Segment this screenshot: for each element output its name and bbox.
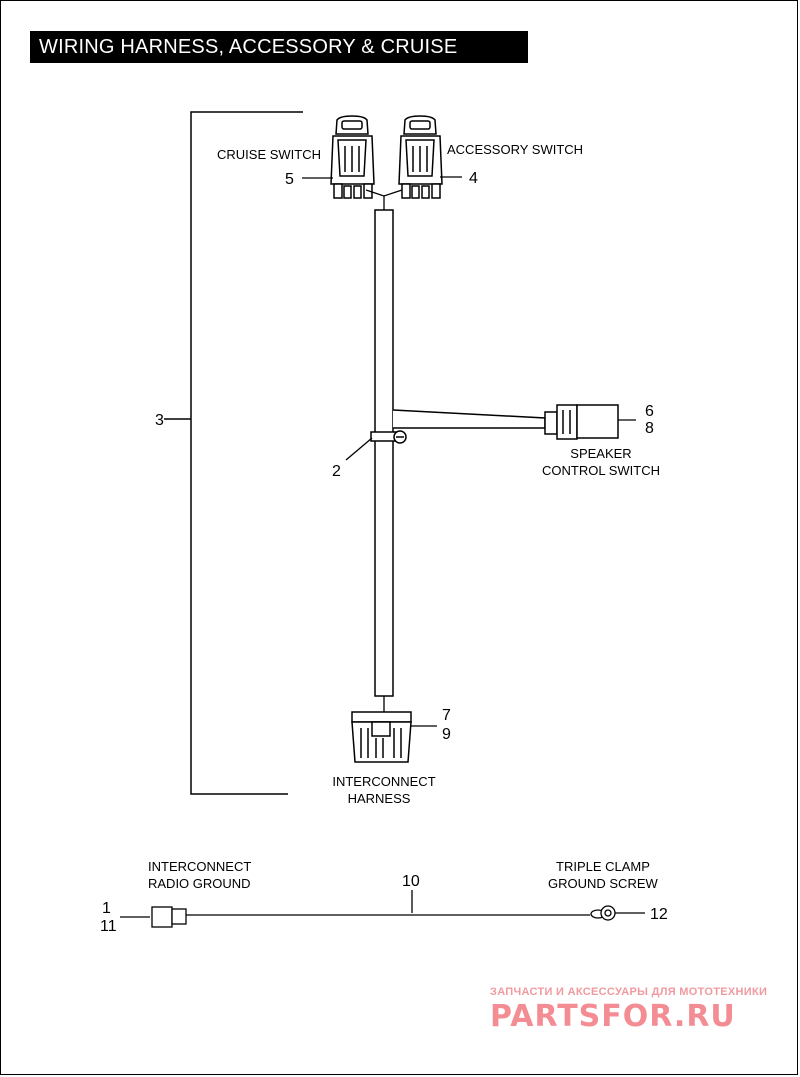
page-title: WIRING HARNESS, ACCESSORY & CRUISE (30, 31, 528, 63)
callout-5: 5 (285, 171, 294, 188)
main-harness-tube (374, 209, 394, 712)
speaker-label-line2: CONTROL SWITCH (542, 463, 660, 478)
speaker-connector (544, 404, 619, 440)
triple-clamp-label-line1: TRIPLE CLAMP (556, 859, 650, 874)
callout-11: 11 (100, 918, 117, 935)
watermark-tagline: ЗАПЧАСТИ И АКСЕССУАРЫ ДЛЯ МОТОТЕХНИКИ (490, 986, 767, 998)
interconnect-harness-label-line2: HARNESS (348, 791, 411, 806)
callout-3: 3 (155, 412, 164, 429)
harness-bracket (164, 111, 303, 795)
leader-lines (120, 176, 645, 918)
interconnect-harness-label-line1: INTERCONNECT (332, 774, 435, 789)
interconnect-connector (351, 711, 412, 763)
radio-ground-label-line1: INTERCONNECT (148, 859, 251, 874)
callout-12: 12 (650, 906, 668, 923)
callout-2: 2 (332, 463, 341, 480)
callout-10: 10 (402, 873, 420, 890)
watermark-brand: PARTSFOR.RU (490, 999, 736, 1034)
ground-wire (151, 905, 616, 928)
cable-strap (370, 430, 407, 444)
triple-clamp-label-line2: GROUND SCREW (548, 876, 659, 891)
callout-8: 8 (645, 420, 654, 437)
cruise-switch-label: CRUISE SWITCH (217, 147, 321, 162)
switch-wires (365, 189, 403, 210)
radio-ground-label-line2: RADIO GROUND (148, 876, 251, 891)
speaker-branch (392, 409, 546, 429)
speaker-label-line1: SPEAKER (570, 446, 631, 461)
callout-1: 1 (102, 900, 111, 917)
callout-6: 6 (645, 403, 654, 420)
callout-7: 7 (442, 707, 451, 724)
callout-9: 9 (442, 726, 451, 743)
accessory-switch (398, 115, 443, 199)
cruise-switch (330, 115, 375, 199)
accessory-switch-label: ACCESSORY SWITCH (447, 142, 583, 157)
callout-4: 4 (469, 170, 478, 187)
